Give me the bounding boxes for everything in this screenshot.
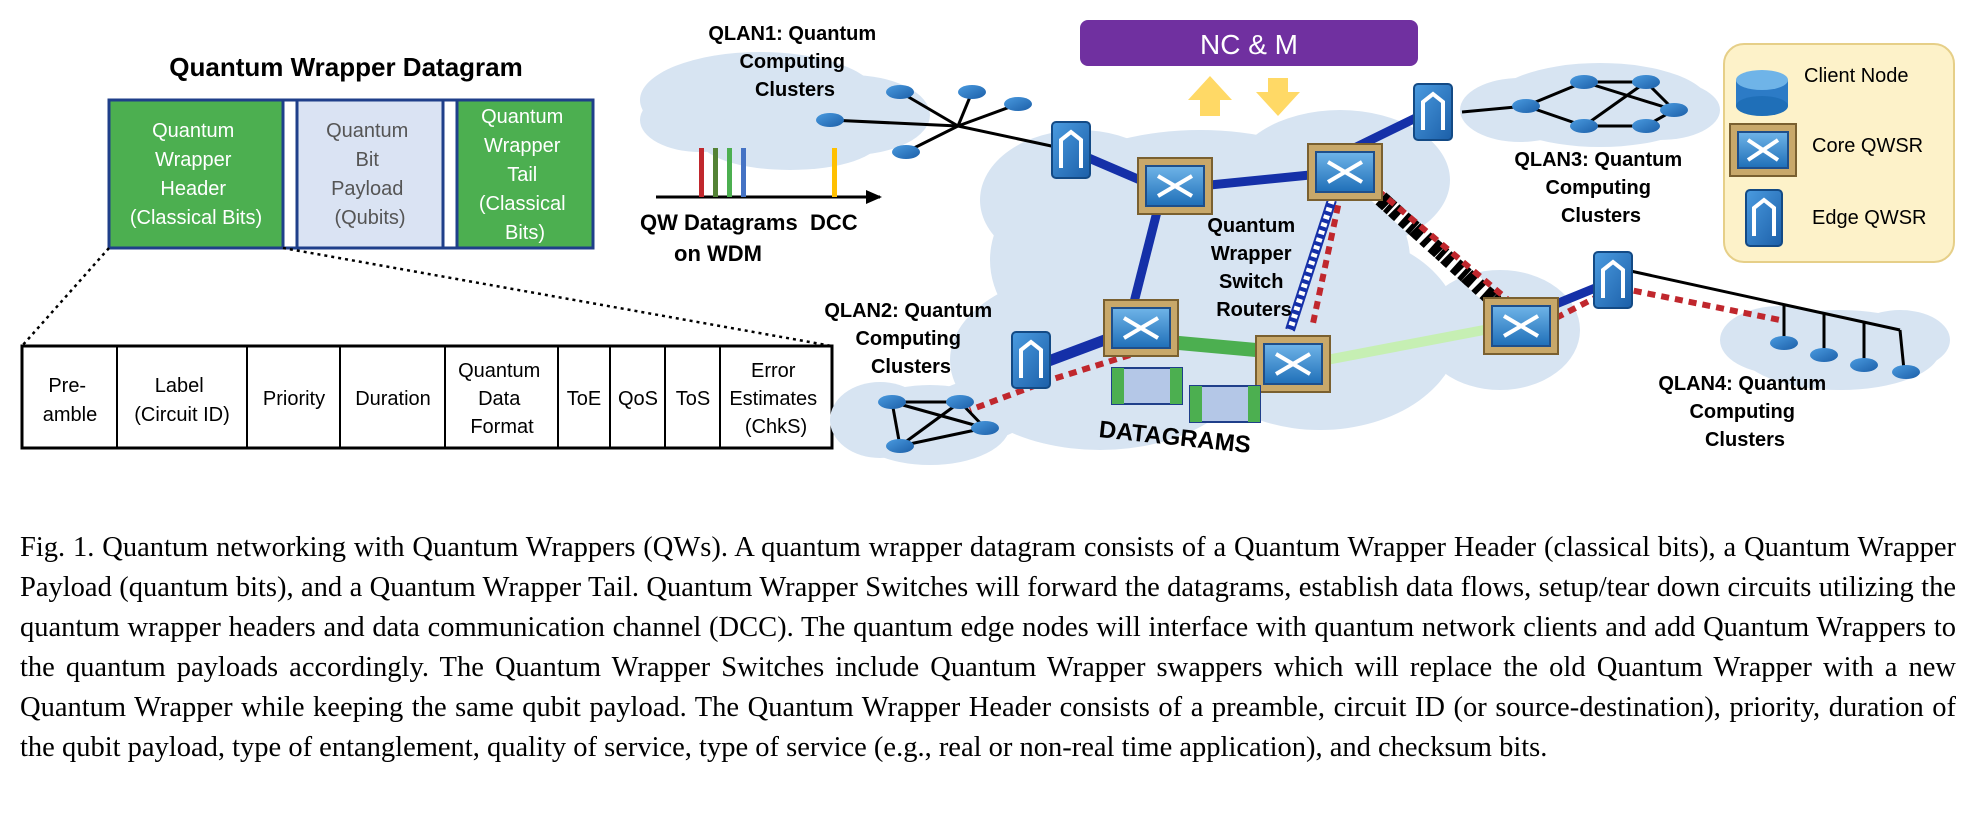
qubit-payload-label: Quantum Bit Payload (Qubits) <box>326 120 414 229</box>
field-duration: Duration <box>355 388 431 410</box>
legend-core-qwsr-icon <box>1729 123 1797 177</box>
qlan4-links <box>1625 268 1906 371</box>
network-diagram: NC & M <box>640 20 1955 465</box>
core-qwsr-icon <box>1255 335 1331 393</box>
edge-qwsr-icon <box>1011 331 1051 389</box>
core-qwsr-routers <box>1103 143 1559 393</box>
legend-core-qwsr-label: Core QWSR <box>1812 135 1923 157</box>
switch-routers-label: Quantum Wrapper Switch Routers <box>1207 215 1300 321</box>
field-error-estimates: Error Estimates (ChkS) <box>729 360 822 438</box>
client-node-icon <box>958 85 986 99</box>
client-node-icon <box>878 395 906 409</box>
core-qwsr-icon <box>1307 143 1383 201</box>
field-toe: ToE <box>567 388 601 410</box>
ncm-label: NC & M <box>1200 29 1298 60</box>
wrapper-header-box <box>107 98 285 250</box>
field-label-circuit-id: Label (Circuit ID) <box>134 375 230 426</box>
client-node-icon <box>1512 99 1540 113</box>
header-fields-table: Pre- amble Label (Circuit ID) Priority D… <box>20 344 834 450</box>
client-node-icon <box>892 145 920 159</box>
payload-gap-right <box>441 98 459 250</box>
client-node-icon <box>1892 365 1920 379</box>
legend-edge-qwsr-icon <box>1745 189 1783 247</box>
client-node-icon <box>886 85 914 99</box>
client-node-icon <box>886 439 914 453</box>
dcc-label: DCC <box>810 210 858 235</box>
expand-line-left <box>21 247 110 347</box>
edge-qwsr-routers <box>1011 83 1633 389</box>
datagram-diagram: Quantum Wrapper Datagram Quantum Wrapper… <box>20 52 834 450</box>
client-node-icon <box>1004 97 1032 111</box>
client-node-icon <box>1632 119 1660 133</box>
edge-qwsr-icon <box>1413 83 1453 141</box>
ncm-box <box>1080 20 1418 66</box>
payload-gap-left <box>281 98 299 250</box>
field-quantum-data-format: Quantum Data Format <box>458 360 546 438</box>
field-qos: QoS <box>618 388 658 410</box>
legend-edge-qwsr-label: Edge QWSR <box>1812 207 1926 229</box>
client-node-icon <box>971 421 999 435</box>
client-node-icon <box>946 395 974 409</box>
figure-caption: Fig. 1. Quantum networking with Quantum … <box>20 532 1956 763</box>
arrow-down-icon <box>1256 78 1300 116</box>
client-node-icon <box>1570 119 1598 133</box>
datagram-title: Quantum Wrapper Datagram <box>169 52 522 82</box>
core-qwsr-icon <box>1103 299 1179 357</box>
client-node-icon <box>1660 103 1688 117</box>
edge-qwsr-icon <box>1051 121 1091 179</box>
qlan2-label: QLAN2: Quantum Computing Clusters <box>824 300 997 378</box>
arrow-up-icon <box>1188 76 1232 116</box>
wdm-spectrum <box>656 148 882 204</box>
datagram-chips <box>1111 367 1261 423</box>
client-node-icon <box>1850 358 1878 372</box>
edge-qwsr-icon <box>1593 251 1633 309</box>
wrapper-tail-box <box>455 98 595 250</box>
client-node-icon <box>1810 348 1838 362</box>
field-tos: ToS <box>676 388 710 410</box>
client-node-icon <box>1570 75 1598 89</box>
legend: Client Node Core QWSR Edge QWSR <box>1723 43 1955 263</box>
client-node-icon <box>1632 75 1660 89</box>
qlan4-label: QLAN4: Quantum Computing Clusters <box>1658 373 1831 451</box>
datagram-chip <box>1111 367 1183 405</box>
qlan1-label: QLAN1: Quantum Computing Clusters <box>708 23 881 101</box>
wdm-label: QW Datagrams on WDM <box>640 210 804 266</box>
legend-client-node-icon <box>1736 70 1788 116</box>
qubit-payload-box <box>295 98 445 250</box>
wrapper-tail-label: Quantum Wrapper Tail (Classical Bits) <box>479 106 571 244</box>
legend-client-node-label: Client Node <box>1804 65 1909 87</box>
expand-line-right <box>282 246 833 348</box>
core-qwsr-icon <box>1137 157 1213 215</box>
client-node-icon <box>816 113 844 127</box>
datagram-chip <box>1189 385 1261 423</box>
client-nodes <box>816 75 1920 453</box>
core-qwsr-icon <box>1483 297 1559 355</box>
qlan3-label: QLAN3: Quantum Computing Clusters <box>1514 149 1687 227</box>
field-priority: Priority <box>263 388 325 410</box>
field-preamble: Pre- amble <box>43 375 97 426</box>
client-node-icon <box>1770 336 1798 350</box>
wrapper-header-label: Quantum Wrapper Header (Classical Bits) <box>130 120 262 229</box>
